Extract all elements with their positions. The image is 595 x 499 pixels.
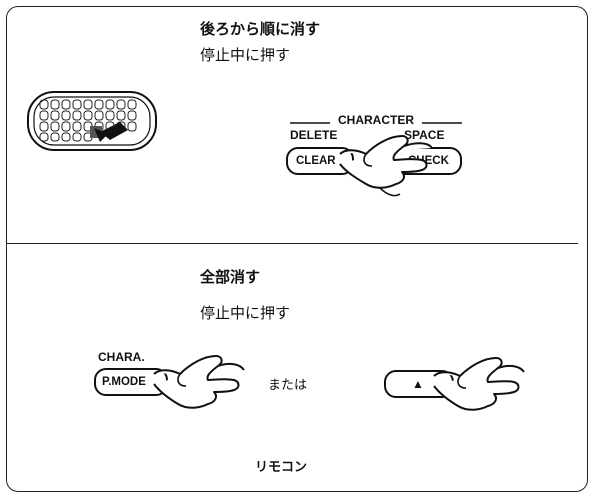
section-divider [6, 243, 578, 244]
space-label: SPACE [404, 128, 445, 142]
section1-title: 後ろから順に消す [200, 20, 321, 38]
instruction-panel-frame [6, 6, 588, 492]
remote-label: リモコン [255, 460, 308, 475]
pmode-button-label: P.MODE [102, 376, 146, 388]
character-label: CHARACTER [338, 113, 414, 127]
pointing-hand-icon [339, 135, 433, 197]
delete-label: DELETE [290, 128, 338, 142]
remote-control-icon [27, 91, 157, 151]
or-text: または [268, 378, 308, 393]
character-bracket [290, 122, 462, 124]
clear-button-label: CLEAR [296, 155, 336, 167]
section2-instruction: 停止中に押す [200, 304, 291, 322]
section1-instruction: 停止中に押す [200, 46, 291, 64]
chara-label: CHARA. [98, 350, 145, 364]
eject-icon: ▲ [412, 377, 424, 391]
section2-title: 全部消す [200, 268, 261, 286]
pmode-button[interactable]: P.MODE [94, 368, 168, 396]
pointing-hand-icon [433, 357, 525, 411]
clear-button[interactable]: CLEAR [286, 147, 354, 175]
pointing-hand-icon [153, 355, 245, 409]
